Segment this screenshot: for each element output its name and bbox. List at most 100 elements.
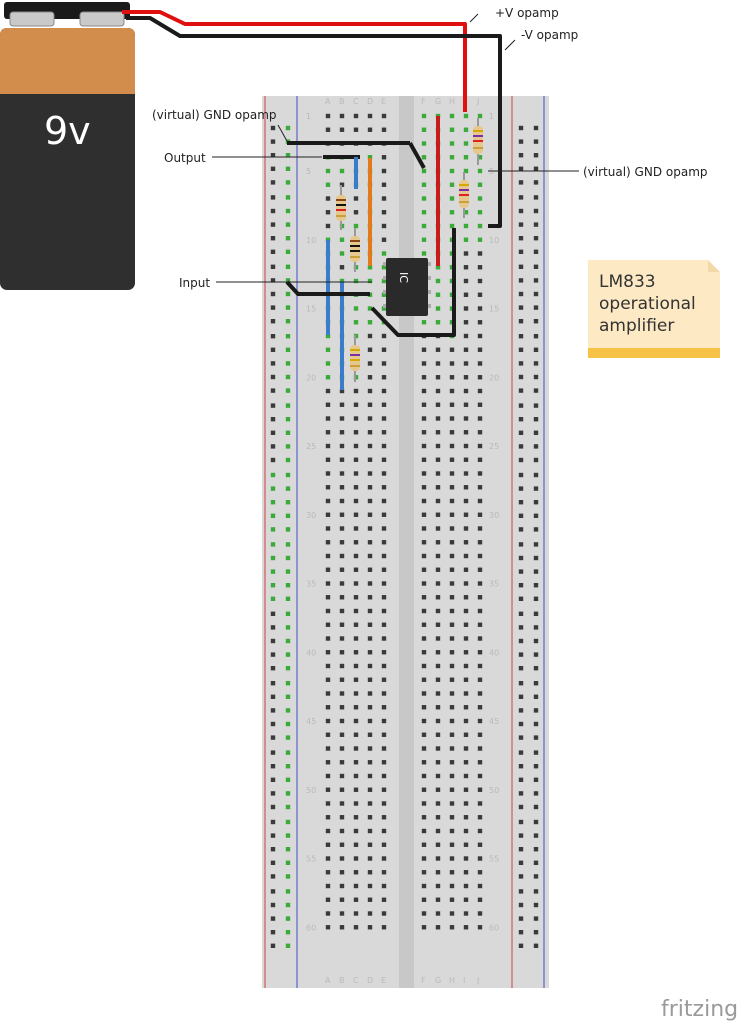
note-stripe: [588, 348, 720, 358]
breadboard-hole: [421, 705, 427, 710]
label-gnd-right: (virtual) GND opamp: [583, 165, 708, 179]
breadboard-hole: [339, 485, 345, 490]
column-label: D: [367, 97, 373, 106]
breadboard-hole: [477, 471, 483, 476]
breadboard-hole: [353, 278, 359, 284]
breadboard-hole: [463, 251, 469, 256]
breadboard-hole: [421, 416, 427, 421]
breadboard-hole: [421, 581, 427, 586]
rail-hole: [285, 860, 291, 865]
breadboard-hole: [353, 842, 359, 847]
rail-hole: [518, 750, 524, 755]
breadboard-hole: [367, 155, 373, 160]
breadboard-hole: [435, 663, 441, 669]
breadboard-hole: [353, 911, 359, 916]
breadboard-hole: [477, 430, 483, 435]
breadboard-hole: [421, 870, 427, 875]
breadboard-hole: [421, 210, 427, 215]
breadboard-hole: [449, 705, 455, 710]
breadboard-hole: [463, 828, 469, 834]
breadboard-hole: [435, 705, 441, 710]
rail-hole: [270, 374, 276, 380]
breadboard-hole: [367, 636, 373, 641]
rail-hole: [533, 195, 539, 200]
row-label: 50: [489, 786, 499, 795]
rail-hole: [518, 361, 524, 366]
breadboard-hole: [477, 333, 483, 339]
rail-hole: [518, 472, 524, 478]
breadboard-hole: [463, 471, 469, 476]
breadboard-hole: [325, 196, 331, 201]
breadboard-hole: [381, 430, 387, 435]
rail-hole: [285, 596, 291, 601]
rail-hole: [533, 388, 539, 393]
breadboard-hole: [339, 691, 345, 696]
breadboard-hole: [381, 773, 387, 779]
rail-hole: [285, 833, 291, 838]
breadboard-hole: [477, 498, 483, 504]
breadboard-hole: [367, 801, 373, 806]
breadboard-hole: [353, 760, 359, 765]
breadboard-hole: [421, 718, 427, 724]
rail-hole: [518, 278, 524, 283]
breadboard-hole: [339, 416, 345, 421]
rail-hole: [533, 278, 539, 283]
breadboard-hole: [381, 842, 387, 847]
rail-hole: [533, 569, 539, 574]
breadboard-hole: [367, 911, 373, 916]
breadboard-hole: [381, 663, 387, 669]
breadboard-hole: [449, 388, 455, 394]
ic-label: IC: [397, 272, 410, 283]
rail-hole: [533, 735, 539, 740]
rail-hole: [285, 444, 291, 449]
breadboard-hole: [353, 746, 359, 751]
breadboard-hole: [477, 773, 483, 779]
rail-hole: [285, 750, 291, 755]
breadboard-hole: [435, 815, 441, 820]
rail-hole: [270, 139, 276, 144]
rail-hole: [518, 916, 524, 921]
breadboard-hole: [449, 113, 455, 119]
breadboard-hole: [477, 828, 483, 834]
breadboard-hole: [477, 842, 483, 847]
breadboard-hole: [421, 842, 427, 847]
rail-hole: [270, 847, 276, 852]
breadboard-hole: [435, 677, 441, 682]
fritzing-logo-text: fritzing: [661, 997, 738, 1022]
rail-hole: [270, 735, 276, 740]
breadboard-hole: [463, 443, 469, 449]
breadboard-hole: [367, 787, 373, 792]
breadboard-hole: [421, 498, 427, 504]
breadboard-hole: [463, 113, 469, 119]
breadboard-hole: [367, 498, 373, 504]
row-label: 25: [306, 442, 316, 451]
rail-hole: [285, 721, 291, 727]
breadboard-hole: [353, 595, 359, 600]
breadboard-hole: [367, 430, 373, 435]
breadboard-hole: [325, 801, 331, 806]
breadboard-hole: [325, 732, 331, 737]
breadboard-hole: [421, 375, 427, 380]
breadboard-hole: [435, 485, 441, 490]
rail-hole: [533, 513, 539, 518]
breadboard-hole: [339, 251, 345, 256]
breadboard-hole: [367, 471, 373, 476]
breadboard-hole: [463, 705, 469, 710]
rail-hole: [270, 444, 276, 449]
breadboard-hole: [353, 498, 359, 504]
breadboard-hole: [325, 773, 331, 779]
rail-hole: [270, 319, 276, 324]
rail-hole: [285, 874, 291, 879]
rail-hole: [270, 930, 276, 935]
rail-hole: [533, 249, 539, 254]
breadboard-hole: [477, 608, 483, 614]
breadboard-hole: [477, 540, 483, 545]
breadboard-hole: [421, 856, 427, 861]
resistor-3: [350, 335, 360, 382]
breadboard-hole: [435, 540, 441, 545]
rail-hole: [270, 916, 276, 921]
breadboard-hole: [381, 361, 387, 366]
breadboard-center-channel: [399, 96, 414, 988]
column-label: G: [435, 97, 441, 106]
